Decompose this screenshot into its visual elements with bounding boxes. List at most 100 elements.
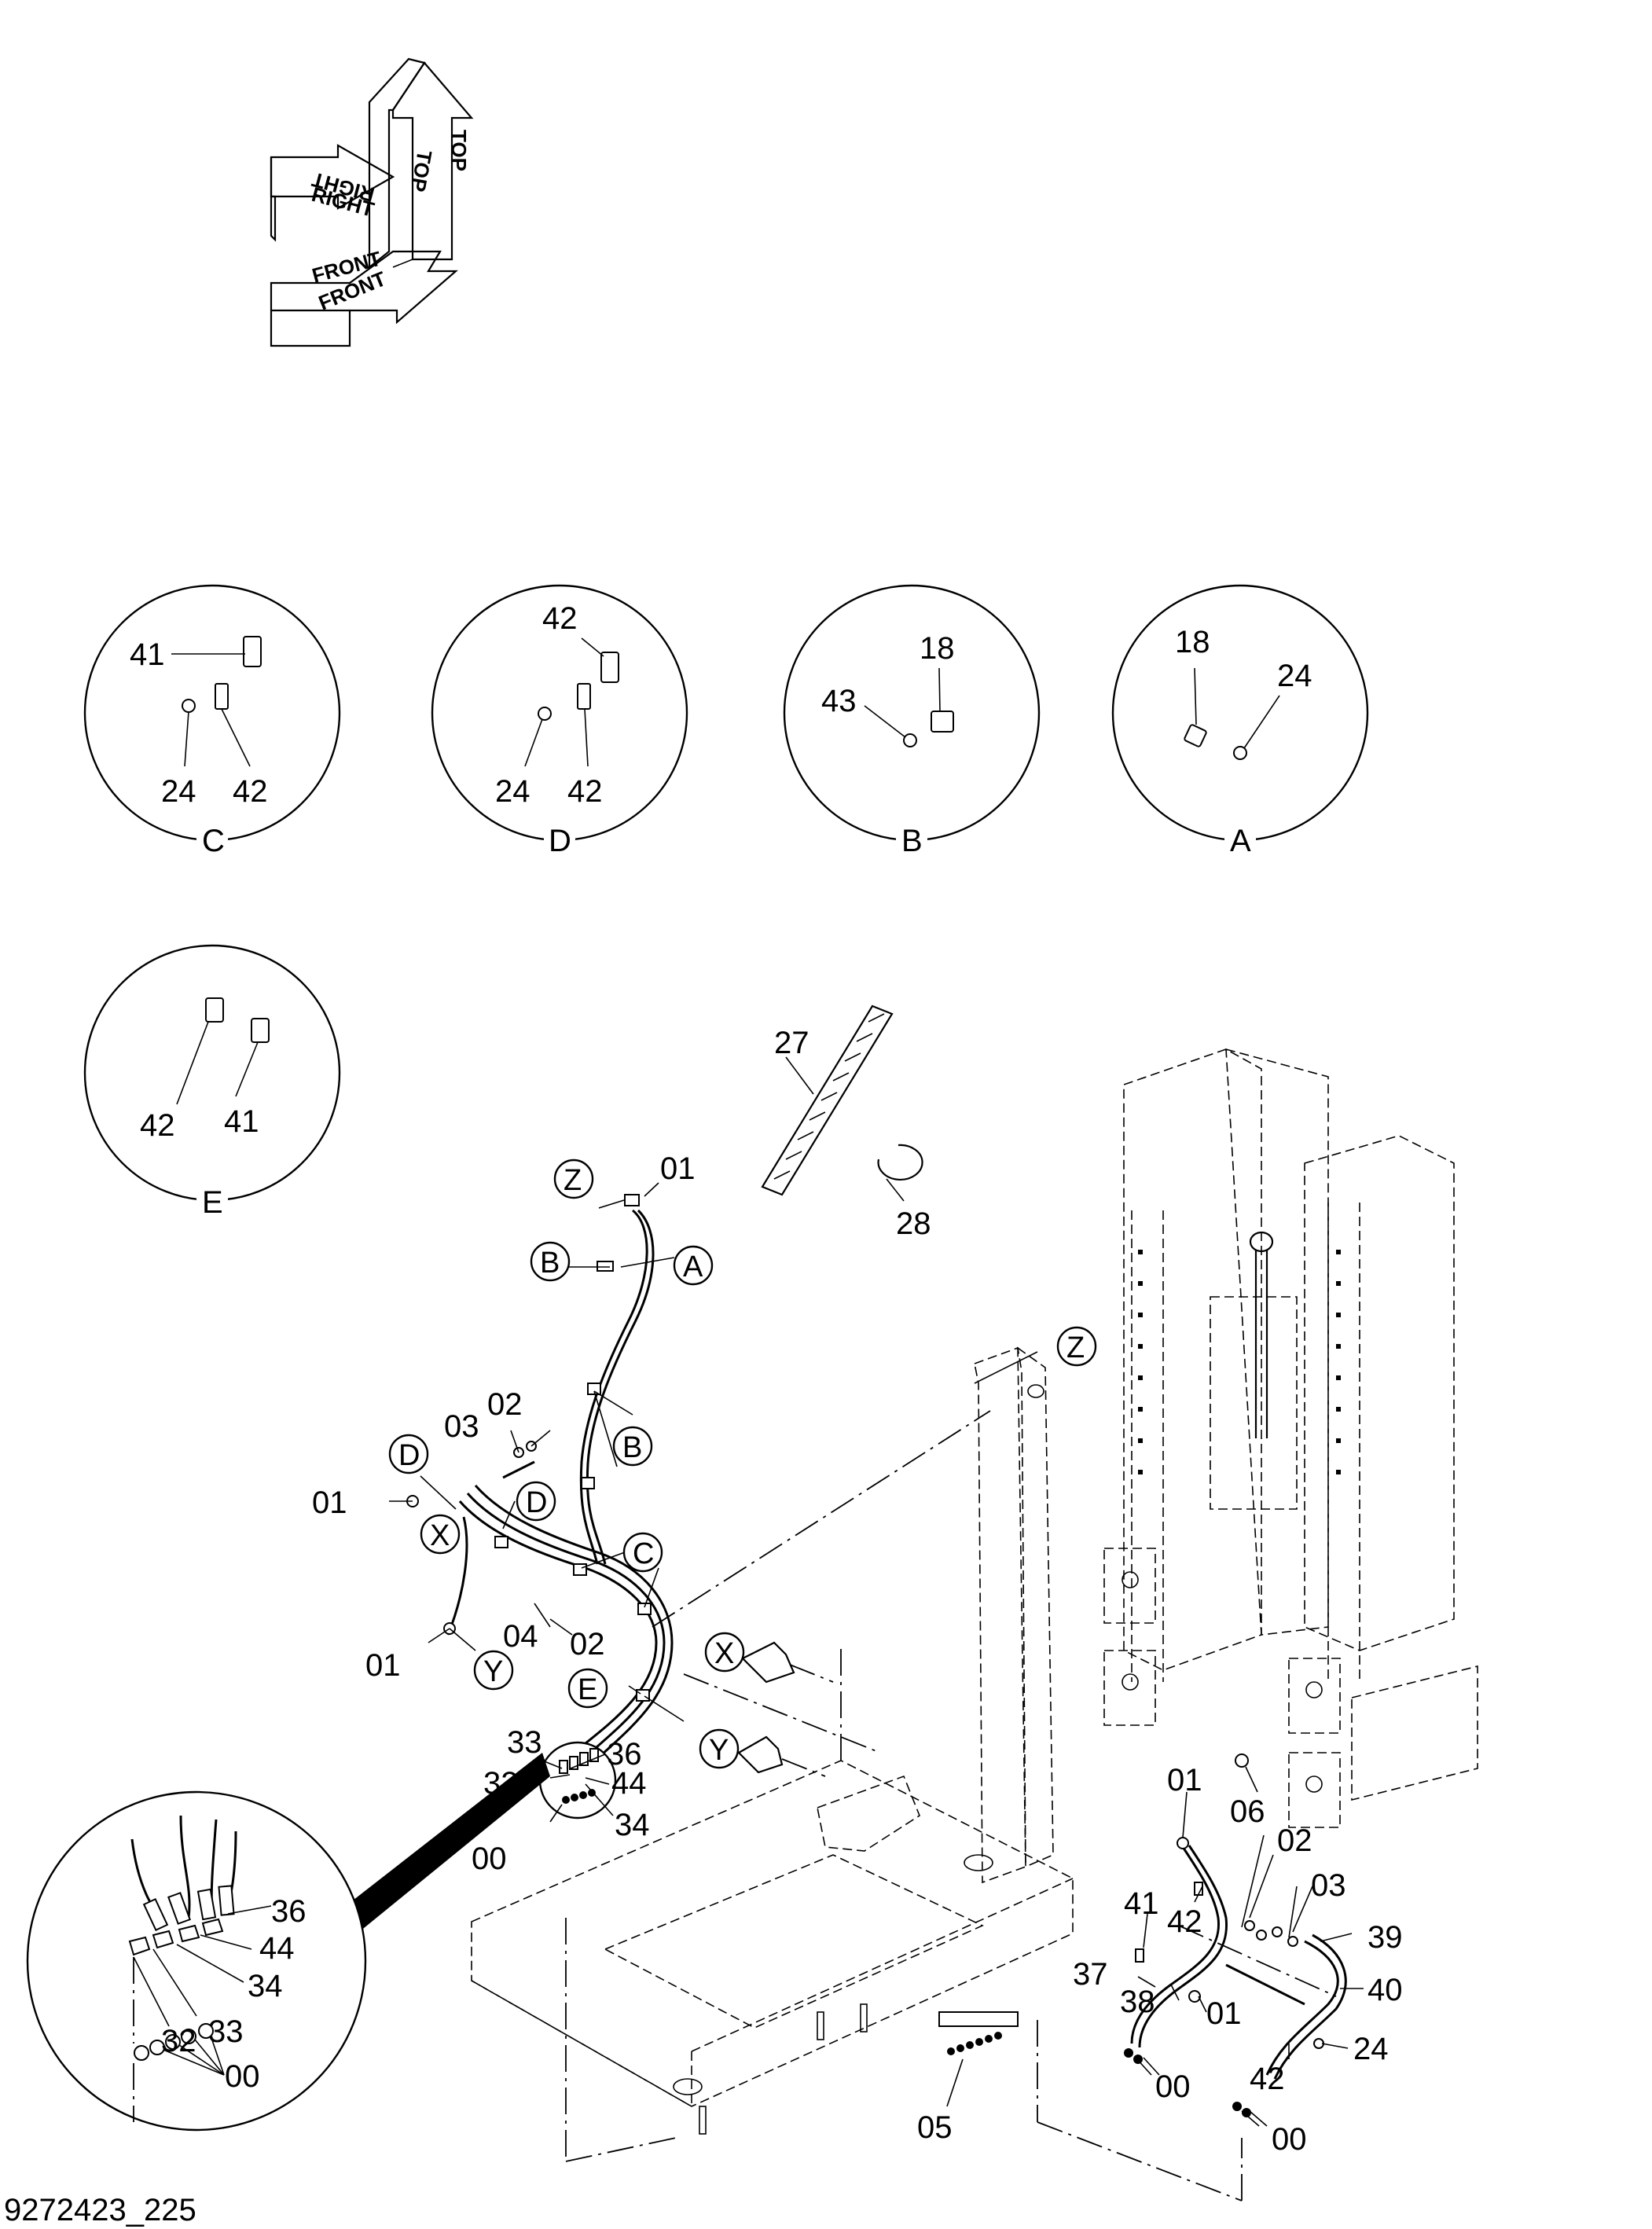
- clamp-part: [581, 1477, 595, 1489]
- callout-32: 32: [483, 1766, 519, 1801]
- callout-00-c: 00: [1272, 2122, 1307, 2157]
- protector-tube-and-clamp: 27 28: [761, 1004, 931, 1241]
- callout-d-24: 24: [495, 774, 530, 809]
- callout-01-top: 01: [660, 1151, 696, 1186]
- callout-c-24: 24: [161, 774, 196, 809]
- clip-part: [577, 683, 591, 710]
- clamp-part: [637, 1603, 652, 1615]
- callout-d-42b: 42: [567, 774, 603, 809]
- detail-a-label: A: [1230, 824, 1251, 858]
- callout-e-41: 41: [224, 1104, 259, 1139]
- callout-38: 38: [1120, 1985, 1155, 2019]
- bolt-part: [182, 699, 196, 713]
- clip-part: [931, 711, 954, 733]
- mast-assembly: 06: [1103, 1048, 1478, 1829]
- callout-40: 40: [1367, 1973, 1403, 2007]
- callout-41: 41: [1124, 1886, 1159, 1921]
- clamp-part: [636, 1689, 650, 1702]
- ref-e-1: E: [578, 1673, 597, 1706]
- clip-part: [205, 997, 224, 1023]
- top-label-2: TOP: [406, 149, 437, 193]
- detail-view-a: 18 24 A: [1111, 584, 1369, 858]
- clip-part: [215, 683, 229, 710]
- mag-callout-34: 34: [248, 1969, 283, 2003]
- callout-27: 27: [774, 1026, 809, 1060]
- fitting-part: [624, 1194, 640, 1206]
- mag-callout-33: 33: [208, 2014, 244, 2049]
- connector-cluster: [538, 1741, 617, 1820]
- bracket-part: [243, 636, 262, 667]
- detail-view-e: 42 41 E: [83, 944, 341, 1220]
- callout-05: 05: [917, 2110, 953, 2145]
- main-callouts: 01 02 03 01 04 02 01 33 36 32 44 34 00 0…: [312, 1151, 1403, 2157]
- clip-part: [1184, 724, 1207, 747]
- callout-28: 28: [896, 1206, 931, 1241]
- detail-d-label: D: [549, 824, 571, 858]
- callout-34: 34: [615, 1808, 650, 1842]
- frame-assembly: 05: [471, 1346, 1337, 2201]
- bracket-part: [600, 652, 619, 683]
- callout-01-right: 01: [1167, 1763, 1202, 1798]
- circled-refs: Z B A B D D C X Y E Z X Y: [388, 1159, 1097, 1777]
- detail-view-c: 41 24 42 C: [83, 584, 341, 858]
- ref-y-1: Y: [483, 1655, 503, 1688]
- callout-24: 24: [1353, 2032, 1389, 2066]
- detail-c-label: C: [202, 824, 225, 858]
- clamp-part: [587, 1383, 601, 1395]
- ref-d-1: D: [398, 1439, 420, 1472]
- ref-x-2: X: [714, 1637, 734, 1670]
- detail-view-b: 18 43 B: [783, 584, 1041, 858]
- leader-lines: [389, 1182, 1038, 1823]
- bracket-part: [251, 1018, 270, 1043]
- ref-a-1: A: [683, 1250, 703, 1283]
- mag-callout-00: 00: [225, 2059, 260, 2094]
- detail-b-label: B: [901, 824, 923, 858]
- callout-c-41: 41: [130, 637, 165, 672]
- mag-callout-36: 36: [271, 1894, 307, 1929]
- callout-01-left: 01: [312, 1485, 347, 1520]
- callout-42-a: 42: [1167, 1904, 1202, 1939]
- callout-c-42: 42: [233, 774, 268, 809]
- callout-02-c: 02: [1277, 1823, 1312, 1858]
- right-side-hoses: [1124, 1791, 1364, 2127]
- ref-b-2: B: [622, 1431, 642, 1464]
- callout-44: 44: [611, 1766, 647, 1801]
- ref-y-2: Y: [709, 1734, 729, 1767]
- callout-e-42: 42: [140, 1108, 175, 1143]
- callout-39: 39: [1367, 1920, 1403, 1955]
- drawing-number: 9272423_225: [4, 2193, 196, 2227]
- magnified-connector-view: 36 44 34 33 32 00: [26, 1753, 550, 2132]
- callout-03-b: 03: [1311, 1868, 1346, 1903]
- bolt-part: [903, 733, 917, 747]
- clamp-part: [573, 1563, 587, 1576]
- callout-36: 36: [607, 1737, 642, 1772]
- callout-b-43: 43: [821, 684, 857, 718]
- callout-03-a: 03: [444, 1409, 479, 1444]
- detail-e-label: E: [202, 1185, 223, 1220]
- callout-02-b: 02: [570, 1627, 605, 1662]
- callout-b-18: 18: [920, 631, 955, 666]
- callout-a-24: 24: [1277, 659, 1312, 693]
- callout-00-b: 00: [1155, 2069, 1191, 2104]
- ref-x-1: X: [430, 1519, 450, 1552]
- orientation-indicator: TOP TOP RIGHT RIGHT FRONT FRONT: [270, 57, 474, 347]
- mag-callout-44: 44: [259, 1931, 295, 1966]
- clamp-part: [597, 1261, 614, 1272]
- ref-d-2: D: [526, 1486, 547, 1519]
- ref-z-1: Z: [564, 1164, 582, 1197]
- callout-04: 04: [503, 1619, 538, 1654]
- ref-b-1: B: [540, 1247, 560, 1280]
- callout-01-low: 01: [1206, 1996, 1242, 2031]
- callout-a-18: 18: [1175, 625, 1210, 659]
- callout-42-b: 42: [1250, 2062, 1285, 2096]
- clamp-part: [494, 1536, 508, 1548]
- callout-01-bottom: 01: [365, 1648, 401, 1683]
- ref-c-1: C: [633, 1537, 654, 1570]
- top-label-1: TOP: [447, 130, 471, 171]
- detail-view-d: 42 24 42 D: [431, 584, 688, 858]
- callout-02-a: 02: [487, 1387, 523, 1422]
- bolt-part: [538, 707, 552, 721]
- callout-33: 33: [507, 1725, 542, 1760]
